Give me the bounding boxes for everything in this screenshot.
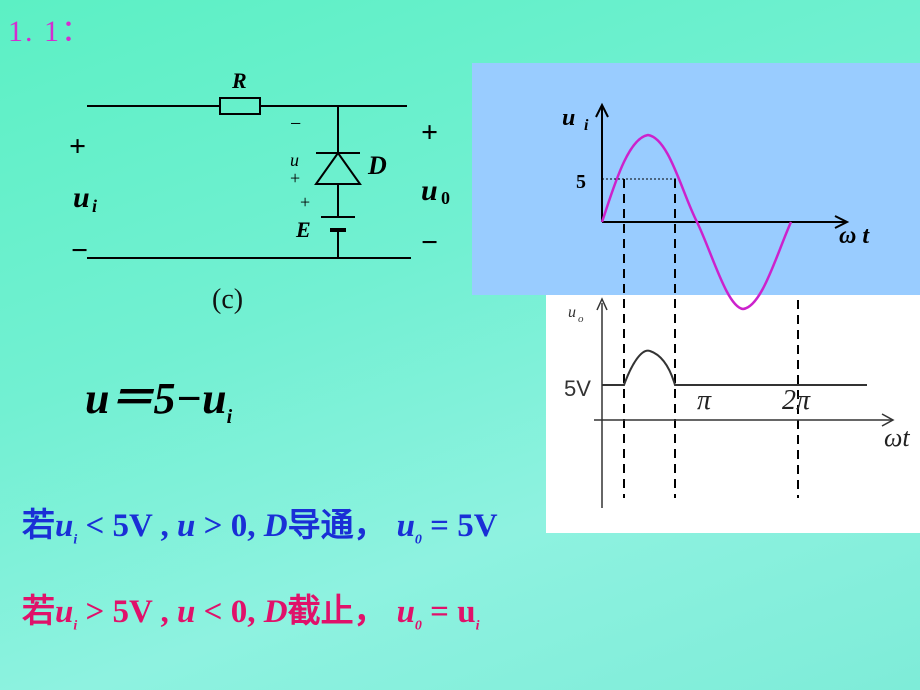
condition-2-relation: > 5V , (77, 594, 178, 630)
input-y-arrow (595, 102, 609, 118)
diode-plus-sign: + (290, 168, 300, 188)
diode-triangle (314, 151, 362, 185)
input-sine-wave (600, 133, 793, 311)
condition-2-diode: D (263, 594, 288, 630)
slide-number: 1. 1： (8, 15, 93, 48)
condition-2-output-sub: 0 (414, 618, 422, 634)
input-voltage-sub: i (92, 196, 97, 216)
output-level-5v: 5V (564, 376, 591, 401)
output-y-label: u (568, 304, 576, 321)
condition-1-diode: D (263, 508, 288, 544)
formula-sub: i (226, 405, 233, 428)
circuit-caption: (c) (212, 284, 244, 315)
output-y-arrow (596, 297, 608, 311)
waveform-graphs: u i 5 ω t u o 5V π 2π ωt (562, 102, 910, 508)
output-x-label: ωt (884, 423, 910, 452)
condition-conducting: 若ui < 5V , u > 0, D导通，u0 = 5V (22, 498, 498, 549)
input-voltage-label: u (73, 181, 90, 214)
output-waveform-panel (546, 295, 920, 533)
output-y-label-sub: o (578, 313, 584, 325)
condition-2-relation-2: < 0, (195, 594, 264, 630)
condition-2-result: = u (421, 594, 476, 630)
condition-1-relation: < 5V , (77, 508, 178, 544)
input-x-arrow (834, 215, 850, 229)
input-y-label: u (562, 105, 575, 131)
output-x-arrow (881, 413, 895, 427)
diode-label: D (367, 151, 387, 180)
battery-label: E (295, 217, 311, 242)
formula-rhs: ＝5−u (109, 374, 227, 423)
input-waveform-panel (472, 63, 920, 295)
output-voltage-sub: 0 (441, 188, 450, 208)
condition-2-output: u (396, 594, 415, 630)
resistor-symbol (219, 97, 261, 115)
condition-2-var: u (55, 594, 74, 630)
input-x-label: ω t (839, 223, 870, 249)
condition-1-output-sub: 0 (414, 532, 422, 548)
output-tick-2pi: 2π (782, 385, 811, 416)
condition-1-relation-2: > 0, (195, 508, 264, 544)
battery-plus-sign: + (300, 192, 310, 212)
condition-cutoff: 若ui > 5V , u < 0, D截止，u0 = ui (22, 584, 479, 635)
condition-1-var: u (55, 508, 74, 544)
condition-2-prefix: 若 (22, 594, 55, 630)
condition-1-prefix: 若 (22, 508, 55, 544)
output-waveform (602, 349, 867, 386)
condition-1-diode-voltage: u (177, 508, 196, 544)
condition-1-result: = 5V (421, 508, 498, 544)
input-plus-sign: + (69, 130, 86, 163)
condition-1-state: 导通， (287, 508, 387, 544)
condition-1-output: u (396, 508, 415, 544)
diode-voltage-label: u (290, 150, 299, 170)
diode-minus-sign: − (290, 113, 301, 135)
condition-2-result-sub: i (475, 618, 480, 634)
output-voltage-label: u (421, 174, 438, 207)
output-plus-sign: + (421, 116, 438, 149)
formula-diode-voltage: u＝5−ui (85, 362, 232, 429)
condition-1-var-sub: i (73, 532, 78, 548)
output-tick-pi: π (697, 385, 712, 416)
condition-2-diode-voltage: u (177, 594, 196, 630)
input-tick-5: 5 (576, 171, 586, 193)
input-y-label-sub: i (584, 117, 589, 134)
resistor-label: R (231, 68, 247, 93)
formula-lhs: u (85, 374, 110, 423)
condition-2-var-sub: i (73, 618, 78, 634)
input-minus-sign: − (71, 234, 88, 267)
circuit-diagram: R − u + D + E + u i − + u 0 − (69, 68, 450, 267)
condition-2-state: 截止， (287, 594, 387, 630)
output-minus-sign: − (421, 226, 438, 259)
